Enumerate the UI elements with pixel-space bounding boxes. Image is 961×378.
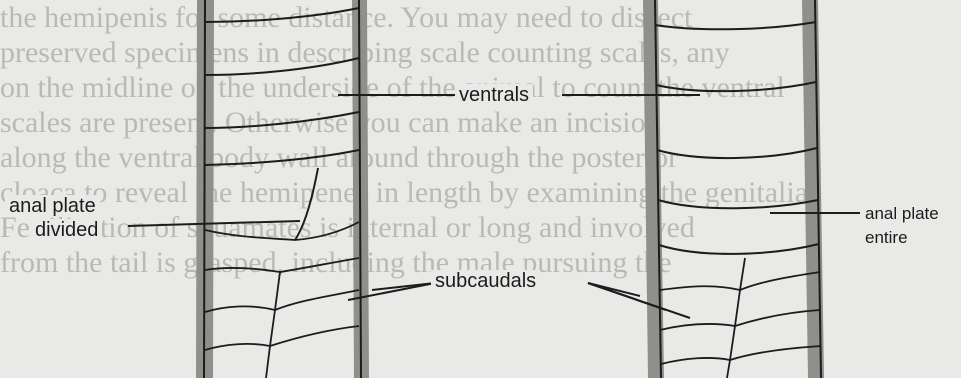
subcaudals-label: subcaudals	[431, 270, 540, 292]
left-ventral-scales	[205, 8, 359, 165]
anal-plate-divided-label-line1: anal plate	[5, 195, 100, 217]
anal-plate-entire-label-line2: entire	[861, 228, 912, 248]
right-ventral-scales	[655, 22, 819, 254]
left-anal-plate-division	[295, 168, 318, 240]
left-outline-left	[204, 0, 205, 378]
anal-plate-divided-label-line2: divided	[31, 219, 102, 241]
specimen-entire-anal-plate	[643, 0, 824, 378]
right-subcaudal-scales	[660, 258, 821, 378]
ventrals-label: ventrals	[455, 84, 533, 106]
anal-plate-divided-leader	[128, 221, 300, 226]
anal-plate-entire-label-line1: anal plate	[861, 204, 943, 224]
specimen-divided-anal-plate	[196, 0, 369, 378]
left-subcaudal-scales	[205, 222, 359, 378]
